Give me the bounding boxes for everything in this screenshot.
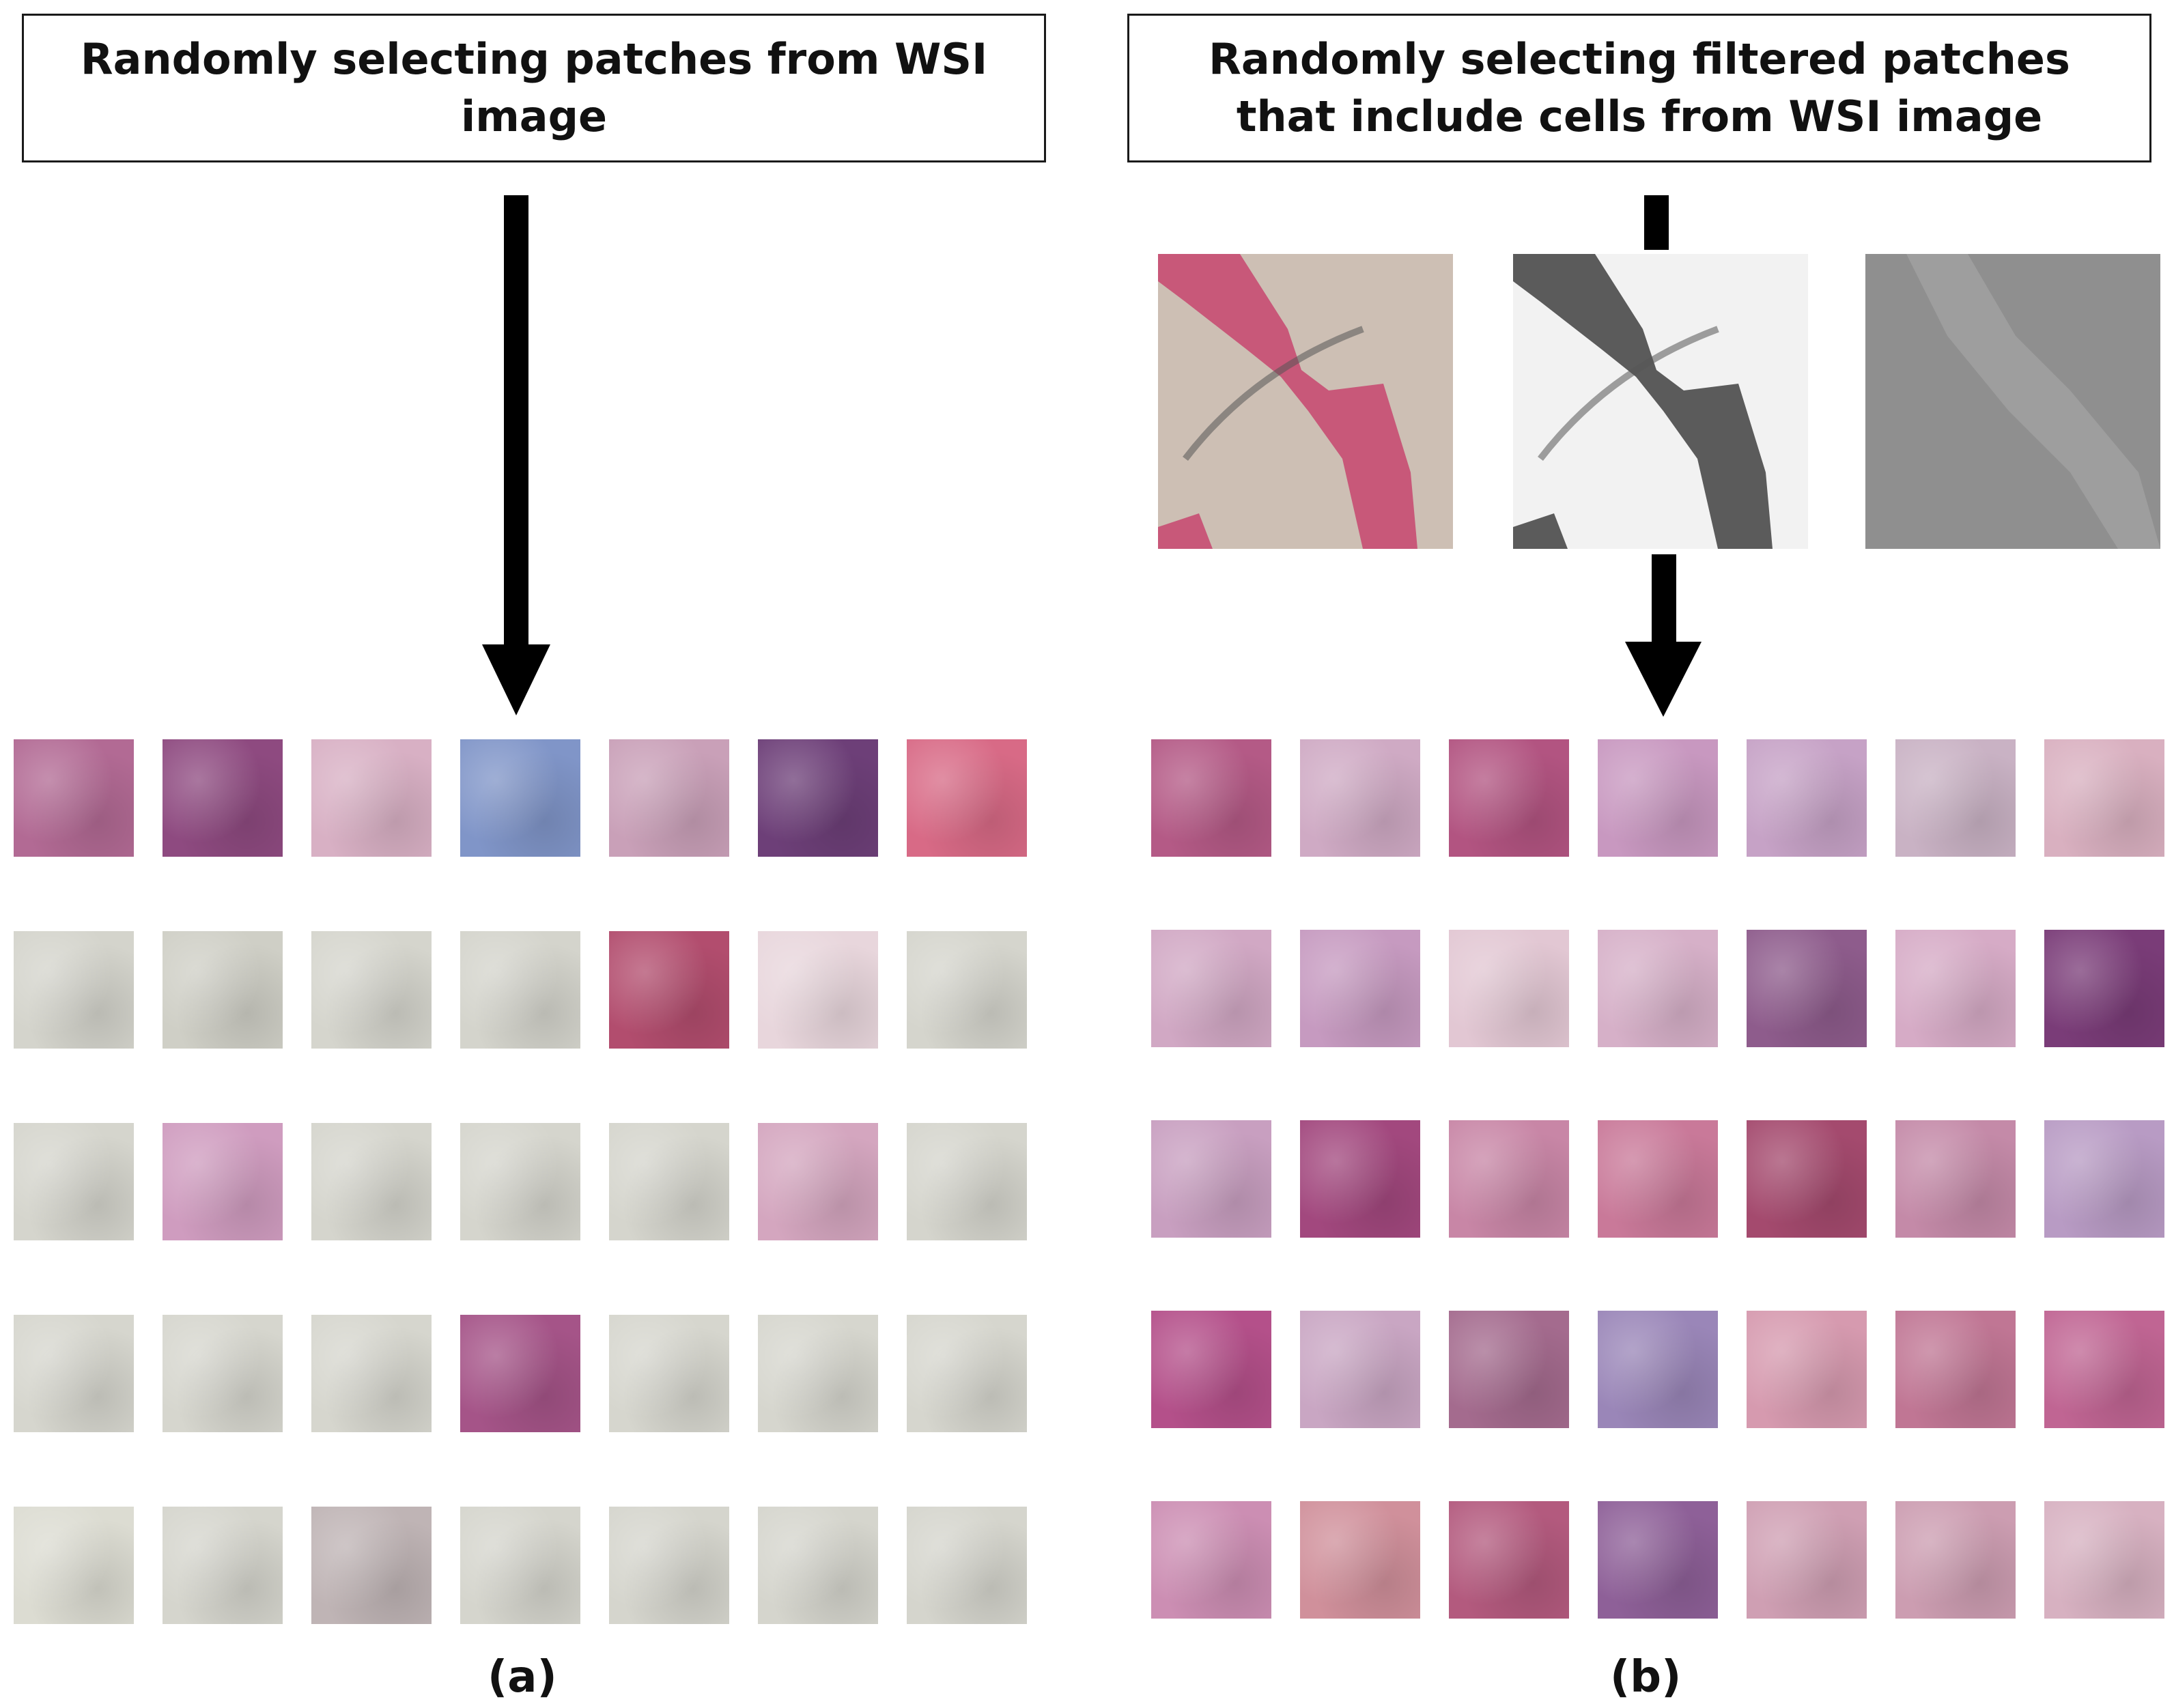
panel-a-patch bbox=[14, 1507, 134, 1624]
panel-b-patch bbox=[1300, 1120, 1420, 1238]
panel-a-patch bbox=[163, 931, 283, 1049]
panel-b-patch bbox=[2044, 1311, 2164, 1428]
panel-b-patch bbox=[1747, 930, 1867, 1047]
filter-stage-he-thumbnail bbox=[1158, 254, 1453, 549]
panel-a-patch bbox=[460, 931, 580, 1049]
panel-a-patch bbox=[163, 1507, 283, 1624]
panel-a-patch bbox=[311, 1123, 432, 1240]
panel-a-patch bbox=[311, 1315, 432, 1432]
panel-b-patch bbox=[1895, 930, 2016, 1047]
panel-a-patch bbox=[758, 1507, 878, 1624]
panel-b-patch bbox=[1449, 930, 1569, 1047]
panel-a-patch bbox=[460, 1507, 580, 1624]
panel-a-patch bbox=[311, 739, 432, 857]
panel-a-patch bbox=[907, 1123, 1027, 1240]
panel-a-patch bbox=[609, 739, 729, 857]
panel-b-patch bbox=[2044, 1501, 2164, 1619]
panel-a-patch bbox=[907, 1315, 1027, 1432]
panel-b-patch bbox=[2044, 930, 2164, 1047]
panel-b-patch bbox=[1300, 1311, 1420, 1428]
panel-a-patch bbox=[758, 1123, 878, 1240]
panel-b-patch bbox=[1895, 1501, 2016, 1619]
panel-b-patch bbox=[2044, 739, 2164, 857]
panel-a-patch bbox=[14, 739, 134, 857]
panel-a-patch bbox=[311, 1507, 432, 1624]
panel-a-patch bbox=[907, 739, 1027, 857]
panel-b-arrow-head bbox=[1625, 642, 1702, 717]
panel-a-arrow-head bbox=[482, 644, 550, 715]
panel-b-patch bbox=[1598, 1120, 1718, 1238]
filter-stage-grayscale-thumbnail bbox=[1513, 254, 1808, 549]
panel-b-patch bbox=[2044, 1120, 2164, 1238]
panel-b-patch bbox=[1747, 739, 1867, 857]
panel-a-patch bbox=[758, 1315, 878, 1432]
panel-a-patch bbox=[609, 1507, 729, 1624]
panel-b-patch bbox=[1895, 739, 2016, 857]
panel-b-patch bbox=[1598, 1501, 1718, 1619]
panel-b-patch bbox=[1598, 930, 1718, 1047]
panel-a-patch bbox=[163, 1123, 283, 1240]
panel-b-patch bbox=[1747, 1120, 1867, 1238]
panel-b-patch bbox=[1151, 1120, 1271, 1238]
panel-a-patch bbox=[907, 931, 1027, 1049]
panel-b-patch bbox=[1449, 1311, 1569, 1428]
panel-b-patch bbox=[1449, 739, 1569, 857]
panel-a-title: Randomly selecting patches from WSI imag… bbox=[80, 34, 988, 141]
panel-b-arrow-shaft-top bbox=[1644, 195, 1669, 250]
panel-a-patch bbox=[14, 1315, 134, 1432]
tissue-shape bbox=[1513, 254, 1773, 549]
panel-a-patch bbox=[14, 1123, 134, 1240]
panel-b-patch bbox=[1598, 739, 1718, 857]
panel-a-arrow-shaft bbox=[504, 195, 528, 646]
panel-a-patch bbox=[163, 739, 283, 857]
filter-stage-filtered-mask bbox=[1865, 254, 2160, 549]
panel-a-title-box: Randomly selecting patches from WSI imag… bbox=[22, 14, 1046, 162]
panel-b-patch bbox=[1300, 1501, 1420, 1619]
panel-b-patch bbox=[1747, 1501, 1867, 1619]
panel-b-patch bbox=[1747, 1311, 1867, 1428]
panel-a-patch bbox=[609, 1315, 729, 1432]
panel-a-patch bbox=[460, 1123, 580, 1240]
panel-a-patch bbox=[609, 1123, 729, 1240]
panel-b-label: (b) bbox=[1610, 1652, 1682, 1703]
panel-a-patch bbox=[163, 1315, 283, 1432]
panel-b-patch bbox=[1151, 739, 1271, 857]
panel-b-arrow-shaft bbox=[1652, 554, 1676, 643]
panel-b-patch bbox=[1449, 1501, 1569, 1619]
panel-b-patch bbox=[1151, 1311, 1271, 1428]
panel-a-patch bbox=[14, 931, 134, 1049]
panel-a-patch bbox=[460, 1315, 580, 1432]
panel-b-patch bbox=[1598, 1311, 1718, 1428]
panel-b-patch bbox=[1151, 1501, 1271, 1619]
panel-a-label: (a) bbox=[488, 1652, 557, 1703]
panel-b-patch bbox=[1151, 930, 1271, 1047]
panel-a-patch bbox=[609, 931, 729, 1049]
panel-b-patch bbox=[1300, 930, 1420, 1047]
panel-b-patch bbox=[1895, 1311, 2016, 1428]
panel-b-patch bbox=[1895, 1120, 2016, 1238]
panel-a-patch bbox=[907, 1507, 1027, 1624]
tissue-shape bbox=[1158, 254, 1417, 549]
panel-b-title-box: Randomly selecting filtered patches that… bbox=[1127, 14, 2151, 162]
panel-a-patch bbox=[311, 931, 432, 1049]
panel-b-patch bbox=[1300, 739, 1420, 857]
panel-a-patch bbox=[758, 739, 878, 857]
panel-a-patch bbox=[460, 739, 580, 857]
panel-b-title: Randomly selecting filtered patches that… bbox=[1209, 34, 2070, 141]
mask-shape bbox=[1906, 254, 2160, 549]
panel-b-patch bbox=[1449, 1120, 1569, 1238]
panel-a-patch bbox=[758, 931, 878, 1049]
